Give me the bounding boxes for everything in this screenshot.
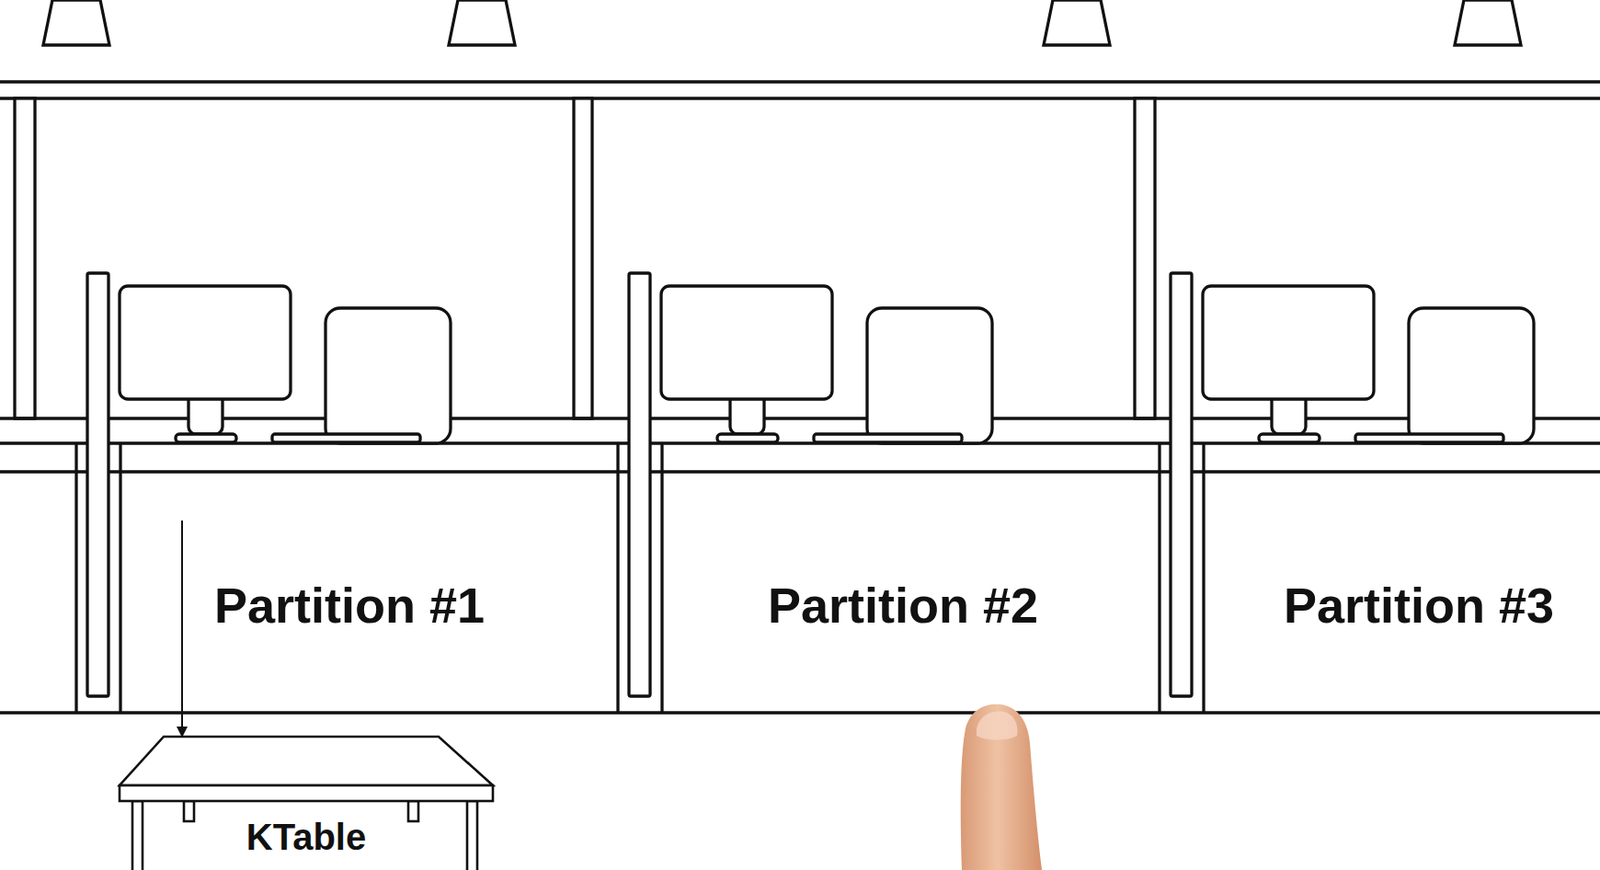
cubicles <box>76 273 1534 713</box>
partition-panel: Partition #2 <box>719 520 1087 690</box>
partition-panel: Partition #1 <box>128 520 571 690</box>
wall-lines <box>0 81 1600 713</box>
partition-panel: Partition #3 <box>1244 520 1594 690</box>
ceiling-lamps <box>43 0 1521 46</box>
node-label: Partition #2 <box>767 576 1039 634</box>
pointing-finger <box>960 704 1042 870</box>
node-label: Partition #1 <box>214 576 485 634</box>
node-label: KTable <box>246 815 366 858</box>
table-box: KTable <box>119 736 493 866</box>
node-label: Partition #3 <box>1283 576 1555 634</box>
table-drawing <box>119 736 493 870</box>
arrow-connector <box>181 520 183 737</box>
